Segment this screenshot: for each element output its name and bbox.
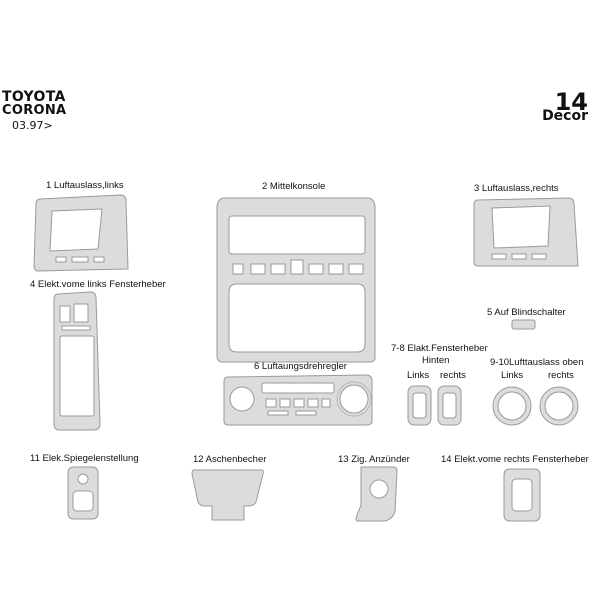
part-9-left-label: Links xyxy=(501,370,524,381)
part-11-label: 11 Elek.Spiegelenstellung xyxy=(30,453,139,464)
part-7-8-sub-label: Hinten xyxy=(422,355,450,366)
part-7-left-label: Links xyxy=(407,370,430,381)
part-9-10-label: 9-10Lufttauslass oben xyxy=(490,357,584,368)
part-9-upper-left-vent-ring xyxy=(492,386,532,426)
part-6-label: 6 Luftaungsdrehregler xyxy=(254,361,347,372)
part-12-ashtray-cover xyxy=(191,469,264,521)
part-14-front-right-window-switch-bezel xyxy=(503,468,541,522)
part-3-label: 3 Luftauslass,rechts xyxy=(474,183,559,194)
part-11-mirror-adjustment-bezel xyxy=(67,466,99,520)
part-5-blank-switch-cover xyxy=(511,319,536,330)
car-year: 03.97> xyxy=(12,119,53,132)
part-1-left-vent-trim xyxy=(33,194,129,272)
part-7-rear-left-window-switch-bezel xyxy=(407,385,432,426)
part-1-label: 1 Luftauslass,links xyxy=(46,180,124,191)
part-13-label: 13 Zig. Anzünder xyxy=(338,454,410,465)
part-3-right-vent-trim xyxy=(473,197,579,267)
part-13-cigarette-lighter-bezel xyxy=(355,466,398,522)
part-5-label: 5 Auf Blindschalter xyxy=(487,307,566,318)
part-10-right-label: rechts xyxy=(548,370,574,381)
part-4-label: 4 Elekt.vome links Fensterheber xyxy=(30,279,166,290)
part-2-center-console xyxy=(216,197,376,363)
part-8-rear-right-window-switch-bezel xyxy=(437,385,462,426)
car-model: CORONA xyxy=(2,103,67,118)
part-7-8-label: 7-8 Elakt.Fensterheber xyxy=(391,343,488,354)
part-4-front-left-window-switch-panel xyxy=(53,291,101,431)
part-10-upper-right-vent-ring xyxy=(539,386,579,426)
part-14-label: 14 Elekt.vome rechts Fensterheber xyxy=(441,454,589,465)
piece-count-label: Decor xyxy=(542,108,588,124)
part-2-label: 2 Mittelkonsole xyxy=(262,181,326,192)
part-6-ventilation-control-panel xyxy=(223,374,373,426)
car-make: TOYOTA xyxy=(2,89,66,105)
piece-count: 14 xyxy=(554,88,588,116)
part-12-label: 12 Aschenbecher xyxy=(193,454,267,465)
part-8-right-label: rechts xyxy=(440,370,466,381)
